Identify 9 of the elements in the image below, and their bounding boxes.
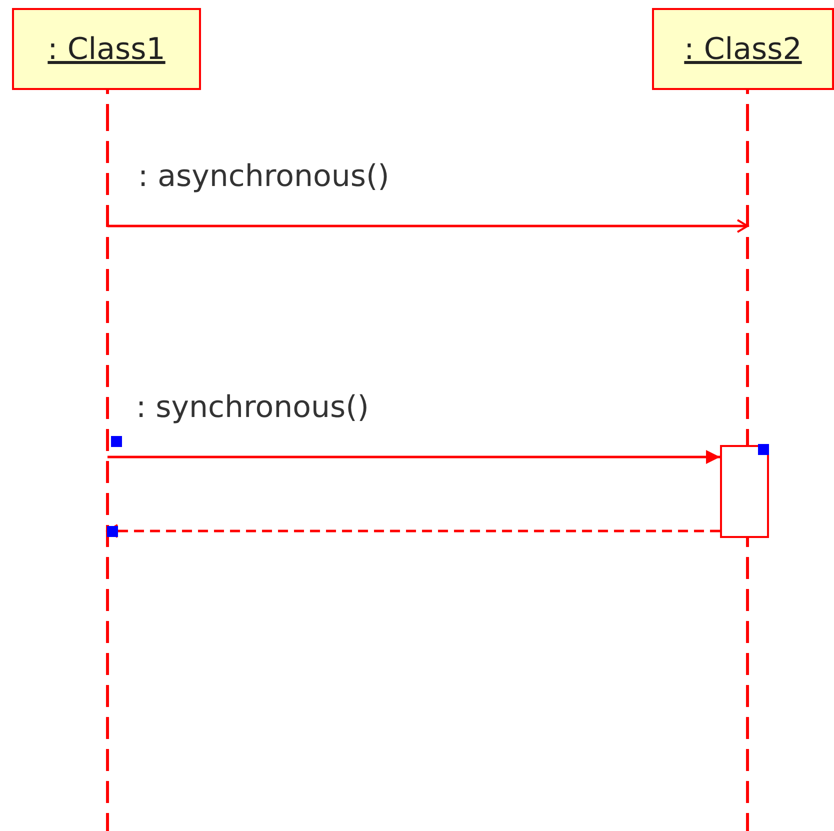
activation-box	[720, 445, 769, 538]
message-arrow	[108, 219, 748, 233]
message-arrow	[108, 450, 720, 464]
lifeline	[106, 90, 109, 831]
object-name: : Class1	[48, 32, 166, 66]
object-name: : Class2	[684, 32, 802, 66]
class-box	[12, 8, 201, 90]
class-box	[652, 8, 834, 90]
return-arrow	[106, 524, 720, 538]
